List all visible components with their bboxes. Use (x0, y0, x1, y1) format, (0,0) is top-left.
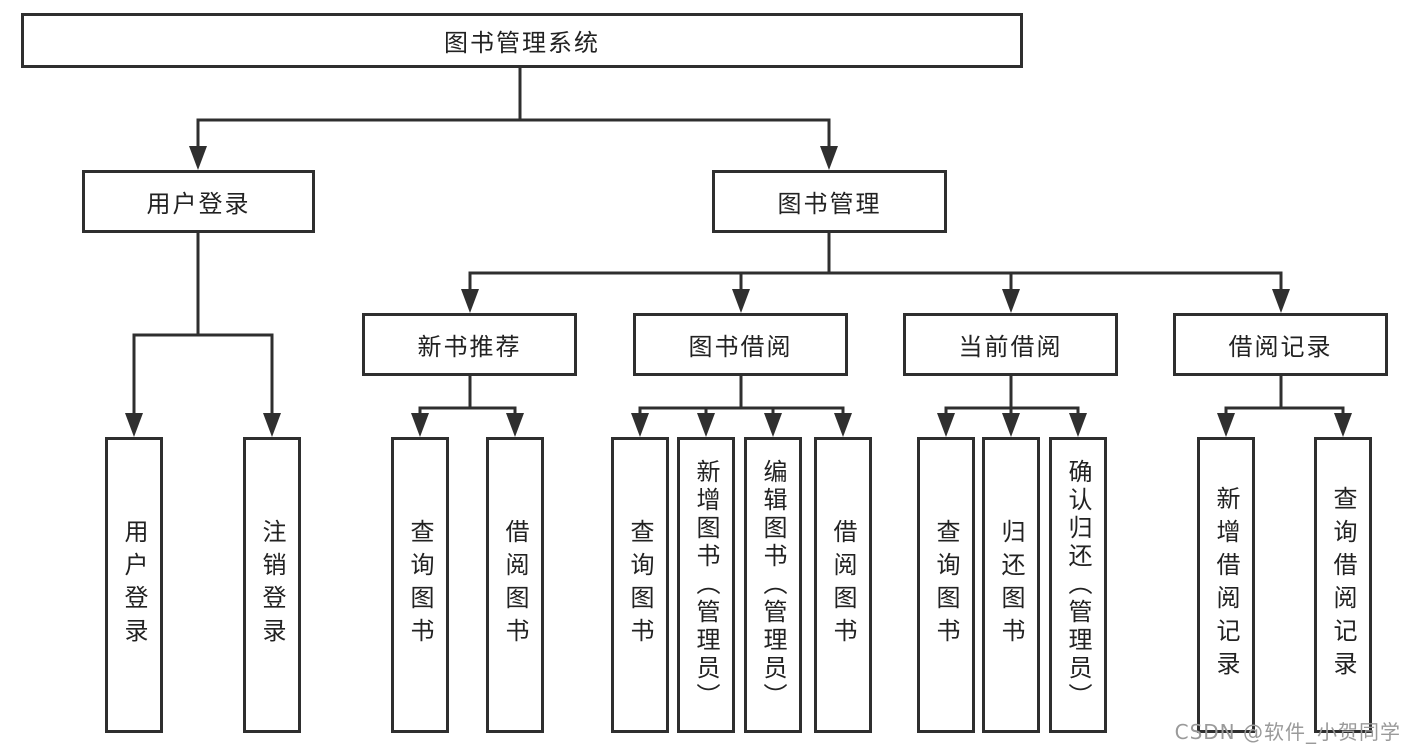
watermark: CSDN @软件_小贺同学 (1174, 720, 1401, 744)
node-label: 图书管理 (777, 190, 882, 218)
leaf-label: 编辑图书（管理员） (759, 459, 787, 711)
leaf-label: 查询借阅记录 (1329, 486, 1357, 684)
node-book-borrow: 图书借阅 (633, 313, 848, 376)
leaf-confirm-return-admin: 确认归还（管理员） (1049, 437, 1107, 733)
node-label: 新书推荐 (417, 333, 522, 361)
leaf-return-books: 归还图书 (982, 437, 1040, 733)
leaf-label: 新增图书（管理员） (692, 459, 720, 711)
node-label: 当前借阅 (958, 333, 1063, 361)
leaf-query-books-recommend: 查询图书 (391, 437, 449, 733)
leaf-label: 新增借阅记录 (1212, 486, 1240, 684)
leaf-label: 查询图书 (626, 519, 654, 651)
node-new-book-recommend: 新书推荐 (362, 313, 577, 376)
node-borrow-records: 借阅记录 (1173, 313, 1388, 376)
leaf-label: 归还图书 (997, 519, 1025, 651)
leaf-add-borrow-record: 新增借阅记录 (1197, 437, 1255, 733)
leaf-label: 注销登录 (258, 519, 286, 651)
leaf-borrow-books: 借阅图书 (814, 437, 872, 733)
node-library-management-system: 图书管理系统 (21, 13, 1023, 68)
node-current-borrow: 当前借阅 (903, 313, 1118, 376)
leaf-logout: 注销登录 (243, 437, 301, 733)
leaf-user-login: 用户登录 (105, 437, 163, 733)
leaf-add-books-admin: 新增图书（管理员） (677, 437, 735, 733)
leaf-label: 用户登录 (120, 519, 148, 651)
leaf-query-books-current: 查询图书 (917, 437, 975, 733)
leaf-query-books-borrow: 查询图书 (611, 437, 669, 733)
leaf-edit-books-admin: 编辑图书（管理员） (744, 437, 802, 733)
node-label: 用户登录 (146, 190, 251, 218)
node-label: 图书管理系统 (444, 29, 600, 57)
leaf-borrow-books-recommend: 借阅图书 (486, 437, 544, 733)
leaf-label: 借阅图书 (829, 519, 857, 651)
leaf-query-borrow-record: 查询借阅记录 (1314, 437, 1372, 733)
node-label: 借阅记录 (1228, 333, 1333, 361)
leaf-label: 查询图书 (406, 519, 434, 651)
node-user-login: 用户登录 (82, 170, 315, 233)
leaf-label: 借阅图书 (501, 519, 529, 651)
leaf-label: 查询图书 (932, 519, 960, 651)
node-book-management: 图书管理 (712, 170, 947, 233)
leaf-label: 确认归还（管理员） (1064, 459, 1092, 711)
node-label: 图书借阅 (688, 333, 793, 361)
